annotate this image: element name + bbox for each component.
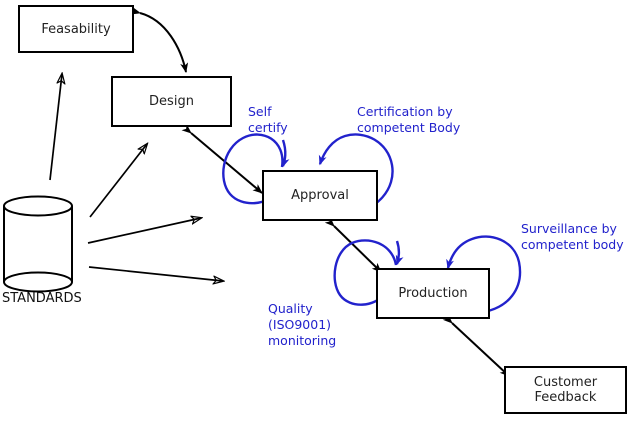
- loop-label-self-certify: Self certify: [248, 104, 288, 135]
- loop-label-quality-iso9001-monitoring: Quality (ISO9001) monitoring: [268, 301, 337, 348]
- node-customer-feedback[interactable]: Customer Feedback: [504, 366, 627, 414]
- loop-quality-iso9001-monitoring: [333, 239, 404, 306]
- node-design[interactable]: Design: [111, 76, 232, 127]
- edge-production-customer-feedback: [442, 313, 510, 377]
- node-customer-feedback-label: Customer Feedback: [533, 375, 598, 405]
- standards-cylinder-shape: [3, 195, 73, 293]
- edge-design-approval: [181, 124, 263, 194]
- node-production[interactable]: Production: [376, 268, 490, 319]
- edge-standards-design: [89, 144, 147, 218]
- node-standards-label: STANDARDS: [2, 291, 82, 306]
- node-feasability[interactable]: Feasability: [18, 5, 134, 53]
- node-production-label: Production: [398, 286, 468, 301]
- loop-label-surveillance-by-competent-body: Surveillance by competent body: [521, 221, 624, 252]
- node-approval[interactable]: Approval: [262, 170, 378, 221]
- edge-feasability-design: [130, 6, 189, 73]
- loop-surveillance-by-competent-body: [446, 235, 522, 315]
- edge-standards-production: [88, 266, 223, 281]
- node-approval-label: Approval: [291, 188, 349, 203]
- edge-standards-feasability: [49, 74, 62, 181]
- node-design-label: Design: [149, 94, 194, 109]
- edge-standards-approval: [87, 218, 201, 244]
- edge-approval-production: [324, 216, 382, 273]
- node-feasability-label: Feasability: [41, 21, 111, 37]
- loop-self-certify: [222, 133, 290, 205]
- loop-label-certification-by-competent-body: Certification by competent Body: [357, 104, 461, 135]
- loop-certification-by-competent-body: [318, 133, 394, 216]
